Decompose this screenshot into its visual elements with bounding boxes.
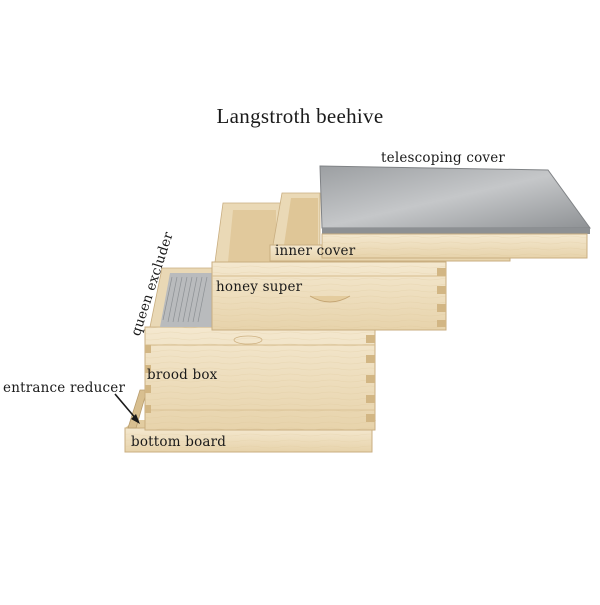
label-entrance-reducer: entrance reducer [3,380,126,396]
telescoping-cover-shape [319,165,591,259]
honey-super-shape [211,202,447,331]
label-inner-cover: inner cover [275,243,356,259]
brood-box-shape [144,326,376,431]
label-bottom-board: bottom board [131,434,227,450]
label-telescoping-cover: telescoping cover [381,150,506,166]
entrance-reducer-arrow [114,393,140,424]
queen-excluder-shape [149,267,213,328]
label-brood-box: brood box [147,367,218,383]
label-honey-super: honey super [216,279,303,295]
diagram-title: Langstroth beehive [216,104,384,128]
